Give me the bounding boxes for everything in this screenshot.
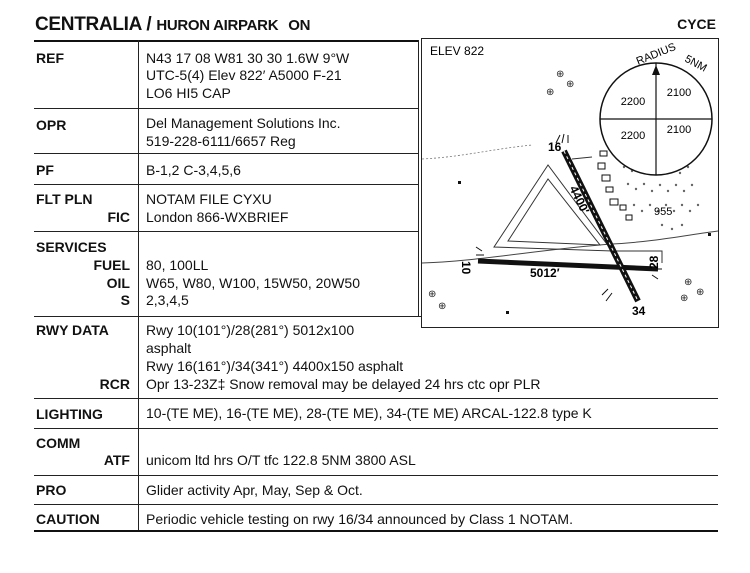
pro-value: Glider activity Apr, May, Sep & Oct. bbox=[146, 482, 363, 498]
quadrant-sw: 2200 bbox=[621, 130, 645, 142]
airport-name: HURON AIRPARK bbox=[156, 17, 279, 34]
ref-line-1: N43 17 08 W81 30 30 1.6W 9°W bbox=[146, 50, 350, 66]
atf-label: ATF bbox=[103, 452, 130, 468]
quadrant-se: 2100 bbox=[667, 124, 691, 136]
rwy-10-label: 10 bbox=[459, 261, 473, 275]
opr-line-2: 519-228-6111/6657 Reg bbox=[146, 133, 296, 149]
tree-symbols: ⊕⊕ ⊕ ⊕⊕ ⊕⊕ ⊕ bbox=[428, 69, 704, 312]
diagram-svg: 2200 2100 2200 2100 RADIUS 5NM ELEV 822 bbox=[422, 41, 718, 318]
airport-ident: CYCE bbox=[677, 16, 716, 32]
opr-line-1: Del Management Solutions Inc. bbox=[146, 115, 341, 131]
s-value: 2,3,4,5 bbox=[146, 292, 189, 308]
row-rule bbox=[34, 231, 418, 232]
caution-label: CAUTION bbox=[36, 511, 100, 527]
flt-pln-label: FLT PLN bbox=[36, 191, 93, 207]
svg-text:⊕: ⊕ bbox=[428, 289, 436, 300]
river-line bbox=[422, 230, 718, 264]
services-label: SERVICES bbox=[36, 239, 107, 255]
rwy-line-3: Rwy 16(161°)/34(341°) 4400x150 asphalt bbox=[146, 358, 404, 374]
rwy-line-2: asphalt bbox=[146, 340, 192, 356]
svg-text:⊕: ⊕ bbox=[566, 79, 574, 90]
hangars bbox=[597, 150, 633, 221]
airport-title: CENTRALIA / HURON AIRPARK ON bbox=[35, 14, 310, 36]
row-rule bbox=[34, 184, 418, 185]
row-rule bbox=[34, 398, 718, 399]
row-rule bbox=[34, 504, 718, 505]
boundary-line bbox=[422, 144, 533, 160]
quadrant-ne: 2100 bbox=[667, 87, 691, 99]
svg-text:⊕: ⊕ bbox=[556, 69, 564, 80]
flt-pln-line-1: NOTAM FILE CYXU bbox=[146, 191, 272, 207]
row-rule bbox=[34, 153, 418, 154]
lighting-label: LIGHTING bbox=[36, 406, 103, 422]
lighting-value: 10-(TE ME), 16-(TE ME), 28-(TE ME), 34-(… bbox=[146, 405, 592, 421]
column-divider bbox=[138, 40, 139, 530]
runway-16-34-centerline bbox=[563, 150, 639, 302]
quadrant-nw: 2200 bbox=[621, 96, 645, 108]
flt-pln-line-2: London 866-WXBRIEF bbox=[146, 209, 289, 225]
city-name: CENTRALIA / bbox=[35, 14, 152, 35]
obstacle-elevation: 955 bbox=[654, 206, 672, 218]
top-rule bbox=[34, 40, 418, 42]
row-rule bbox=[34, 316, 718, 317]
rwy-10-28-length: 5012′ bbox=[530, 266, 560, 280]
runway-10-28 bbox=[477, 258, 659, 272]
approach-light-arrows bbox=[475, 133, 662, 302]
atf-value: unicom ltd hrs O/T tfc 122.8 5NM 3800 AS… bbox=[146, 452, 416, 468]
bottom-rule bbox=[34, 530, 718, 532]
rwy-34-label: 34 bbox=[632, 304, 646, 318]
rwy-data-label: RWY DATA bbox=[36, 322, 109, 338]
elevation-label: ELEV 822 bbox=[430, 44, 484, 58]
markers bbox=[458, 181, 711, 314]
comm-label: COMM bbox=[36, 435, 81, 451]
radius-circle bbox=[599, 62, 713, 176]
ref-line-2: UTC-5(4) Elev 822′ A5000 F-21 bbox=[146, 67, 342, 83]
taxiways bbox=[493, 156, 663, 263]
svg-text:⊕: ⊕ bbox=[438, 301, 446, 312]
svg-text:⊕: ⊕ bbox=[696, 287, 704, 298]
svg-text:⊕: ⊕ bbox=[684, 277, 692, 288]
ref-line-3: LO6 HI5 CAP bbox=[146, 85, 231, 101]
province: ON bbox=[288, 17, 311, 34]
svg-text:⊕: ⊕ bbox=[546, 87, 554, 98]
rcr-label: RCR bbox=[99, 376, 130, 392]
fic-label: FIC bbox=[107, 209, 130, 225]
rwy-28-label: 28 bbox=[647, 255, 661, 269]
pro-label: PRO bbox=[36, 482, 67, 498]
fuel-label: FUEL bbox=[93, 257, 130, 273]
caution-value: Periodic vehicle testing on rwy 16/34 an… bbox=[146, 511, 573, 527]
row-rule bbox=[34, 475, 718, 476]
rwy-line-1: Rwy 10(101°)/28(281°) 5012x100 bbox=[146, 322, 355, 338]
svg-text:⊕: ⊕ bbox=[680, 293, 688, 304]
ref-label: REF bbox=[36, 50, 64, 66]
row-rule bbox=[34, 108, 418, 109]
oil-label: OIL bbox=[106, 275, 130, 291]
diagram-divider bbox=[418, 40, 419, 317]
rcr-value: Opr 13-23Z‡ Snow removal may be delayed … bbox=[146, 376, 541, 392]
row-rule bbox=[34, 428, 718, 429]
pf-line-1: B-1,2 C-3,4,5,6 bbox=[146, 162, 241, 178]
opr-label: OPR bbox=[36, 117, 67, 133]
rwy-16-label: 16 bbox=[548, 140, 562, 154]
pf-label: PF bbox=[36, 162, 54, 178]
s-label: S bbox=[120, 292, 130, 308]
airport-diagram: 2200 2100 2200 2100 RADIUS 5NM ELEV 822 bbox=[421, 38, 719, 328]
oil-value: W65, W80, W100, 15W50, 20W50 bbox=[146, 275, 360, 291]
fuel-value: 80, 100LL bbox=[146, 257, 209, 273]
